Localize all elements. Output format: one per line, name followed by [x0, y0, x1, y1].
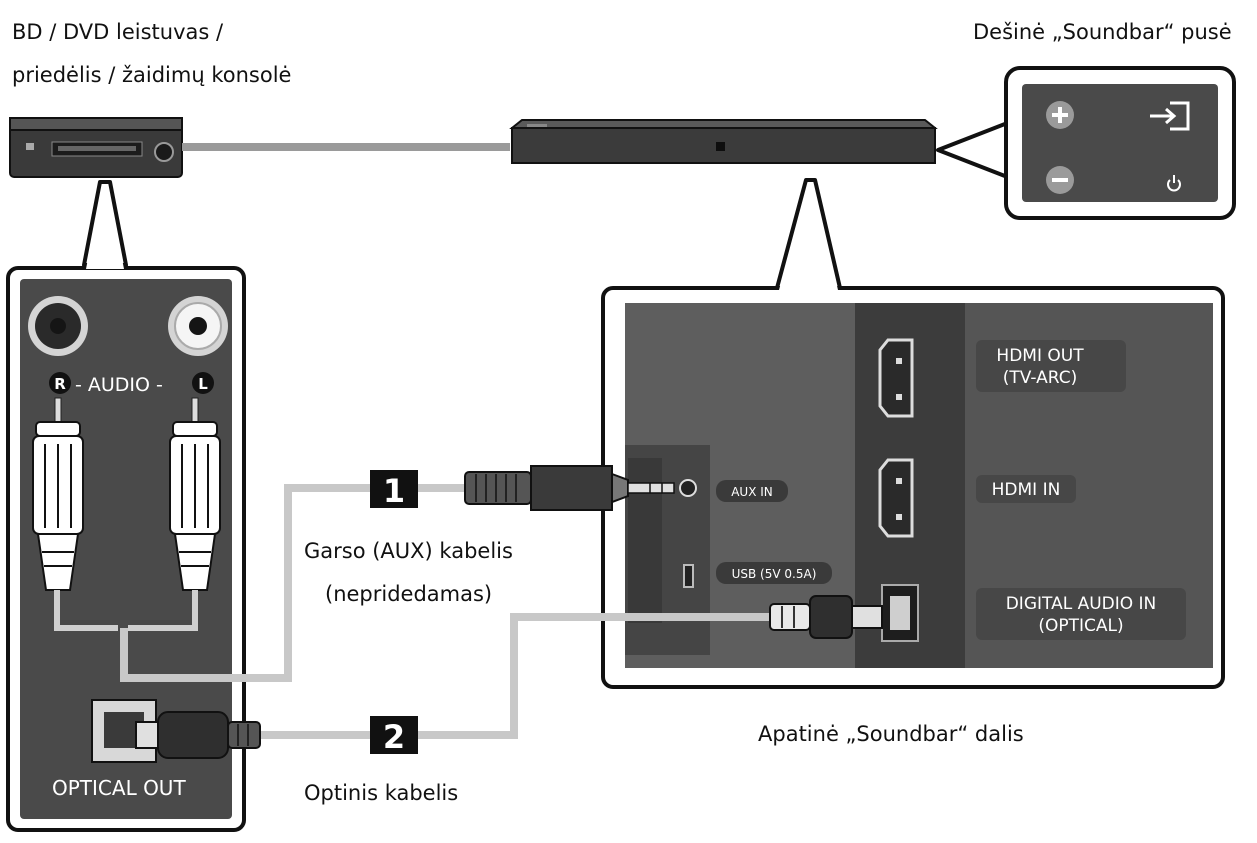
soundbar-right-side-label: Dešinė „Soundbar“ pusė	[973, 20, 1232, 44]
optical-plug-source	[135, 711, 261, 759]
left-channel-letter: L	[198, 375, 208, 393]
power-icon	[1167, 175, 1181, 192]
rca-jack-left	[168, 296, 228, 356]
source-back-panel	[20, 279, 232, 819]
hdmi-out-label: HDMI OUT	[996, 346, 1084, 366]
soundbar	[509, 119, 938, 164]
digital-audio-in-sublabel: (OPTICAL)	[1038, 616, 1123, 636]
digital-audio-in-label: DIGITAL AUDIO IN	[1006, 594, 1157, 614]
hdmi-in-port	[878, 458, 914, 538]
usb-port	[683, 564, 694, 588]
aux-in-label: AUX IN	[731, 485, 773, 499]
audio-label: - AUDIO -	[75, 374, 163, 396]
left-channel-badge	[192, 372, 214, 394]
usb-label: USB (5V 0.5A)	[732, 567, 817, 581]
input-source-icon	[1150, 101, 1190, 131]
aux-in-jack	[679, 479, 697, 497]
minus-icon	[1046, 166, 1074, 194]
optical-plug-soundbar	[769, 595, 883, 639]
plus-icon	[1046, 101, 1074, 129]
digital-audio-in-port	[881, 584, 919, 642]
step-1-badge	[370, 470, 418, 508]
step-2-badge	[370, 716, 418, 754]
source-device-label-line1: BD / DVD leistuvas /	[12, 20, 224, 44]
right-channel-badge	[49, 372, 71, 394]
source-device-label-line2: priedėlis / žaidimų konsolė	[12, 63, 292, 87]
hdmi-in-label: HDMI IN	[992, 480, 1061, 500]
optical-out-label: OPTICAL OUT	[52, 776, 186, 800]
rca-plug-left	[169, 397, 221, 591]
right-channel-letter: R	[54, 375, 66, 393]
hdmi-out-port	[878, 338, 914, 418]
aux-cable-label-line1: Garso (AUX) kabelis	[304, 539, 513, 563]
hdmi-out-sublabel: (TV-ARC)	[1003, 368, 1078, 388]
aux-cable-label-line2: (nepridedamas)	[325, 582, 493, 606]
step-1-number: 1	[383, 472, 405, 510]
step-2-number: 2	[383, 718, 405, 756]
soundbar-bottom-label: Apatinė „Soundbar“ dalis	[758, 722, 1024, 746]
rca-jack-right	[28, 296, 88, 356]
bd-dvd-player	[9, 117, 183, 178]
rca-plug-right	[32, 397, 84, 591]
optical-cable-label: Optinis kabelis	[304, 781, 459, 805]
aux-plug	[464, 465, 675, 511]
